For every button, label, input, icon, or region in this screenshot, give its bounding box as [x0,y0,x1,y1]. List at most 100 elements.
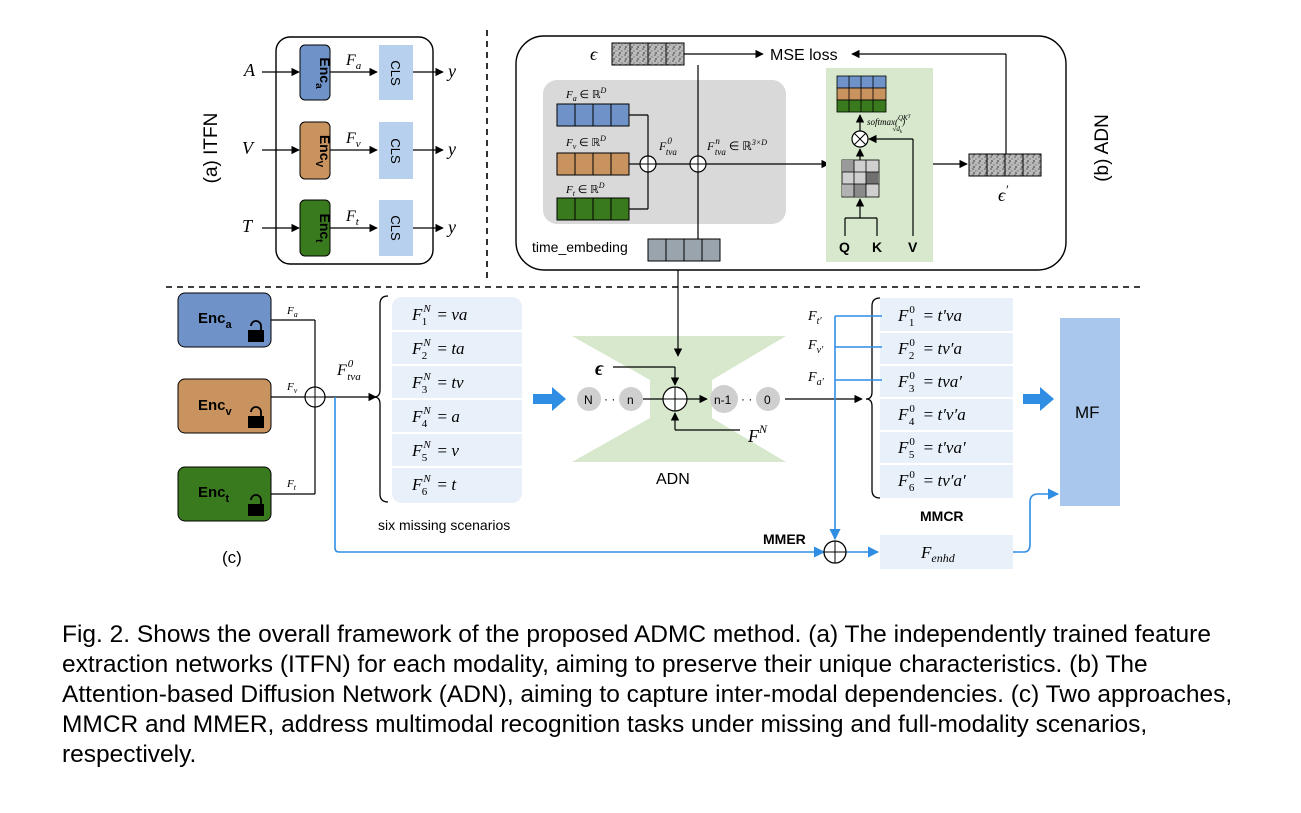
mse-loss-label: MSE loss [770,47,838,64]
flow-arrow-to-mf [1023,387,1054,411]
scenarios-box [392,297,522,503]
svg-text:Enct: Enct [313,213,333,243]
recovered-box [880,298,1013,498]
denoise-add-circle [662,386,688,412]
svg-text:Fv: Fv [286,381,298,395]
adn-c-label: ADN [656,471,690,488]
mf-label: MF [1075,403,1100,422]
q-label: Q [839,239,850,255]
epsilon-prime-symbol: ϵ′ [998,182,1008,205]
svg-text:y: y [446,61,456,81]
svg-text:CLS: CLS [388,60,403,86]
node-0 [756,387,780,411]
feature-strip-v [556,152,630,176]
svg-text:n: n [627,393,634,407]
concat-circle [639,155,657,173]
caption-text: Fig. 2. Shows the overall framework of t… [62,621,1233,768]
itfn-cls-v [379,122,413,179]
itfn-label: (a) ITFN [201,113,222,184]
svg-text:Fa: Fa [286,305,298,319]
mmer-label: MMER [763,531,806,547]
svg-text:Enct: Enct [198,484,230,505]
flow-arrow-to-adn [533,387,566,411]
svg-text:N: N [584,393,593,407]
node-n-minus-1 [710,385,738,413]
feature-strip-a [556,103,630,127]
svg-text:n-1: n-1 [714,393,732,407]
mmer-add-circle [823,540,847,564]
attention-output-grid [836,75,887,113]
mf-box [1060,318,1120,506]
mmer-connectors [334,315,1060,558]
svg-text:Ft ∈ ℝD: Ft ∈ ℝD [565,181,605,198]
mmcr-label: MMCR [920,508,964,524]
framework-diagram: (a) ITFN A Enca Fa CLS y V EncV Fv CLS y… [166,30,1140,569]
epsilon-symbol: ϵ [590,44,598,64]
fenhd-label: Fenhd [920,543,956,565]
itfn-panel: (a) ITFN A Enca Fa CLS y V EncV Fv CLS y… [201,36,456,265]
node-N [577,387,601,411]
time-embedding-strip [647,238,721,262]
recovered-brace [865,297,881,499]
feature-strip-t [556,197,630,221]
itfn-feature-a: Fa [345,52,362,72]
epsilon-noise-strip [611,42,685,66]
attention-score-grid [841,159,880,198]
figure-caption: Fig. 2. Shows the overall framework of t… [62,620,1247,770]
itfn-feature-v: Fv [345,130,361,150]
multiply-circle [851,130,869,148]
svg-text:EncV: EncV [313,135,333,168]
k-label: K [872,239,882,255]
svg-text:Fa ∈ ℝD: Fa ∈ ℝD [565,86,607,103]
adn-fn: FN [747,422,768,446]
svg-text:CLS: CLS [388,215,403,241]
input-fa-prime: Fa′ [807,370,825,388]
adn-panel: (b) ADN ϵ MSE loss Fa ∈ ℝD Fv ∈ ℝD Ft ∈ … [515,35,1113,271]
noise-add-circle [689,155,707,173]
svg-text:· ·: · · [604,392,615,406]
input-fv-prime: Fv′ [807,338,824,356]
concat-circle-c [304,386,326,408]
svg-text:Enca: Enca [313,57,333,89]
v-label: V [908,239,918,255]
svg-text:Ft: Ft [286,478,297,492]
svg-text:· ·: · · [741,392,752,406]
adn-label: (b) ADN [1092,114,1113,182]
svg-text:y: y [446,139,456,159]
time-embedding-label: time_embeding [532,239,628,255]
svg-text:Enca: Enca [198,310,233,331]
enc-a-locked: Enca [177,292,272,348]
input-t: T [242,216,254,236]
svg-text:Encv: Encv [198,397,233,418]
scenarios-caption: six missing scenarios [378,517,510,533]
epsilon-prime-strip [968,153,1042,177]
svg-text:CLS: CLS [388,138,403,164]
input-v: V [242,138,255,158]
svg-text:Fv ∈ ℝD: Fv ∈ ℝD [565,134,606,151]
svg-text:y: y [446,217,456,237]
softmax-formula: softmax(QKT√dk) [867,114,912,135]
input-a: A [243,60,256,80]
itfn-cls-a [379,45,413,100]
input-ft-prime: Ft′ [807,309,822,327]
panel-c-label: (c) [222,548,242,567]
fenhd-box [880,535,1013,569]
